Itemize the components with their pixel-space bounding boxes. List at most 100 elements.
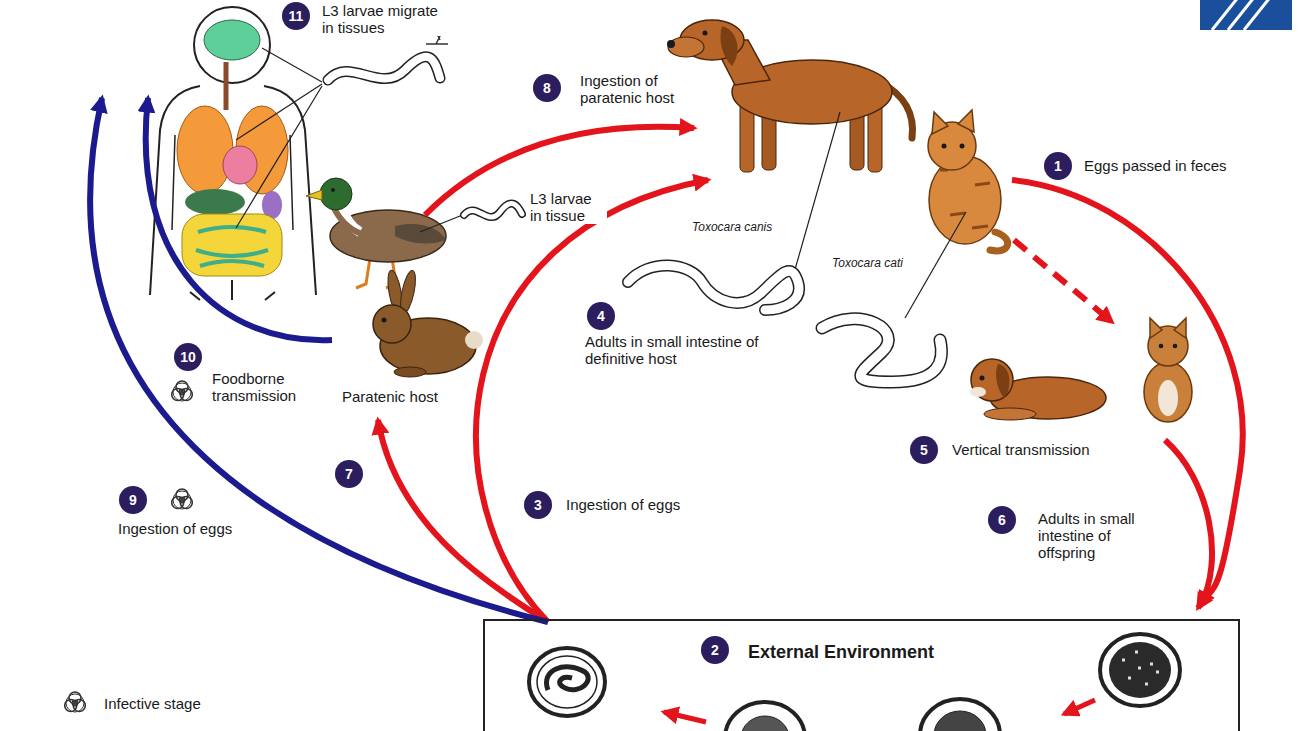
red-cycle-arrows: [378, 127, 1243, 622]
callout-number: 4: [587, 302, 615, 330]
tissue-larva: [464, 203, 522, 217]
toxocara-canis-worm: [628, 112, 840, 310]
callout-number: 7: [335, 460, 363, 488]
cat-figure: [960, 144, 965, 149]
egg-embryonated: [529, 648, 605, 716]
step-label: Foodborne transmission: [210, 370, 314, 404]
step-label: Adults in small intestine of definitive …: [583, 333, 765, 367]
migrating-larva: [236, 48, 322, 228]
kitten-figure: [1144, 318, 1192, 422]
egg-unembryonated: [1109, 642, 1171, 698]
egg-developing: [725, 702, 805, 731]
kitten-figure: [1158, 380, 1178, 416]
environment-box: External Environment: [483, 619, 1240, 731]
infective-icon: [172, 489, 193, 509]
callout-number: 6: [988, 506, 1016, 534]
red-cycle-arrows: [1165, 440, 1212, 606]
puppy-figure: [996, 364, 1009, 398]
red-cycle-arrows: [1012, 180, 1243, 608]
development-arrows: [664, 700, 1095, 722]
red-cycle-arrows: [378, 420, 548, 622]
egg-early: [934, 711, 986, 731]
dog-figure: [667, 20, 913, 172]
blue-human-arrows: [146, 98, 332, 340]
human-figure: [194, 7, 270, 83]
legend-text: Infective stage: [102, 695, 203, 712]
egg-unembryonated: [1100, 634, 1180, 706]
egg-unembryonated: [1100, 634, 1180, 706]
callout-number: 10: [174, 343, 202, 371]
egg-developing: [741, 716, 789, 731]
human-figure: [185, 189, 245, 215]
toxocara-cati-worm: [822, 319, 941, 382]
callout-number: 8: [533, 74, 561, 102]
toxocara-canis-worm: [792, 112, 840, 280]
cat-figure: [990, 232, 1008, 251]
human-figure: [177, 106, 233, 194]
step-label: Eggs passed in feces: [1082, 157, 1229, 174]
puppy-figure: [970, 387, 986, 397]
step-label: L3 larvae in tissue: [528, 190, 607, 224]
egg-unembryonated: [1122, 652, 1159, 684]
callout-number: 3: [524, 491, 552, 519]
rabbit-figure: [465, 331, 483, 349]
egg-developing: [725, 702, 805, 731]
egg-embryonated: [537, 656, 597, 708]
step-label: Adults in small intestine of offspring: [1036, 510, 1160, 561]
species-label: Toxocara cati: [830, 256, 905, 270]
tissue-larva: [464, 203, 522, 217]
step-label: Vertical transmission: [950, 441, 1092, 458]
callout-number: 5: [910, 436, 938, 464]
human-figure: [223, 146, 257, 184]
step-label: L3 larvae migrate in tissues: [320, 2, 449, 36]
human-figure: [204, 20, 260, 60]
callout-number: 11: [282, 2, 310, 30]
cat-figure: [929, 156, 1001, 244]
puppy-figure: [984, 408, 1036, 420]
toxocara-cati-worm: [822, 319, 941, 382]
logo-fragment: [1212, 0, 1272, 30]
development-arrows: [1064, 700, 1095, 714]
infective-icon: [172, 381, 193, 401]
toxocara-canis-worm: [628, 265, 799, 310]
dog-figure: [703, 31, 708, 36]
duck-figure: [320, 178, 352, 210]
duck-figure: [306, 178, 446, 288]
egg-early: [920, 699, 1000, 731]
rabbit-figure: [373, 305, 411, 343]
puppy-figure: [971, 359, 1013, 401]
dog-figure: [667, 40, 675, 48]
callout-number: 1: [1044, 152, 1072, 180]
kitten-figure: [1150, 318, 1186, 338]
duck-figure: [395, 224, 446, 244]
human-figure: [182, 214, 282, 276]
cat-figure: [928, 110, 1008, 251]
blue-human-arrows: [90, 98, 548, 622]
kitten-figure: [1173, 344, 1178, 349]
cat-figure: [932, 110, 974, 134]
logo-fragment: [1200, 0, 1292, 30]
migrating-larva: [236, 48, 440, 228]
human-figure: [196, 227, 268, 266]
puppy-figure: [970, 359, 1106, 420]
egg-embryonated: [529, 648, 605, 716]
step-label: Ingestion of eggs: [564, 496, 682, 513]
step-label: Ingestion of eggs: [116, 520, 234, 537]
cat-figure: [942, 144, 947, 149]
toxocara-canis-worm: [628, 265, 799, 310]
step-label: Paratenic host: [340, 388, 440, 405]
step-label: Ingestion of paratenic host: [578, 72, 697, 106]
blue-human-arrows: [90, 98, 548, 622]
logo-fragment: [1200, 0, 1292, 30]
box-heading: External Environment: [748, 641, 934, 663]
development-arrows: [664, 712, 706, 722]
egg-early: [920, 699, 1000, 731]
dog-figure: [668, 37, 704, 57]
tissue-larva: [420, 216, 460, 232]
legend-icon: [65, 692, 86, 712]
human-figure: [224, 62, 229, 110]
migrating-larva: [328, 57, 440, 80]
species-label: Toxocara canis: [690, 220, 774, 234]
red-cycle-arrows: [476, 180, 708, 622]
